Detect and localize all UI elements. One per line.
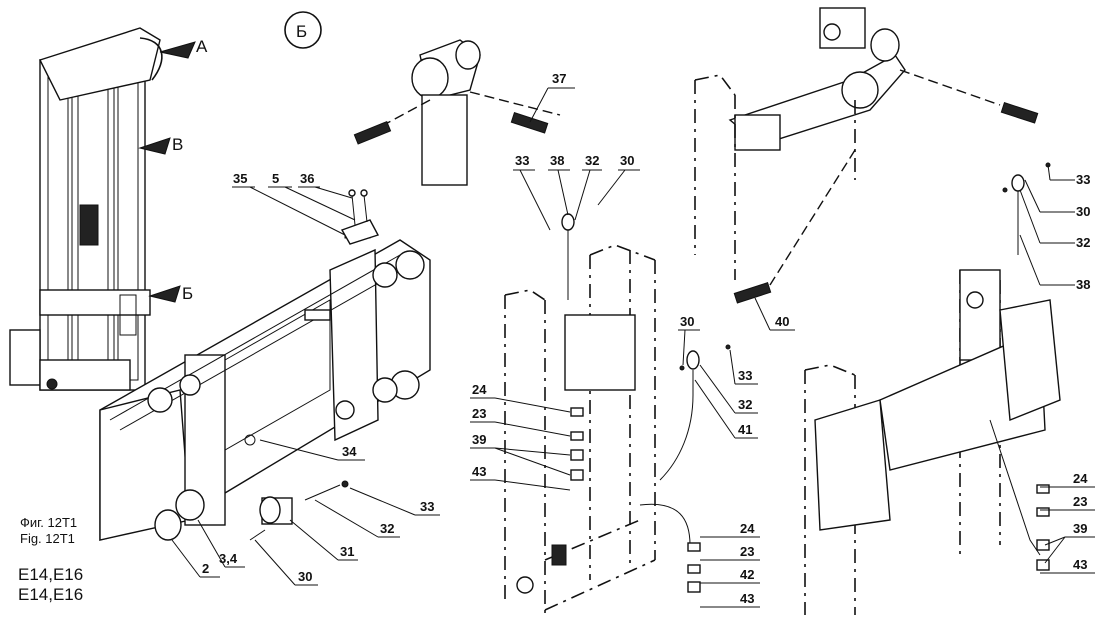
- callout-38: 38: [550, 153, 564, 168]
- hose-pulley: [353, 39, 561, 186]
- callout-39-right: 39: [1073, 521, 1087, 536]
- view-marker-label: Б: [296, 22, 307, 41]
- callout-24: 24: [472, 382, 487, 397]
- center-mast: [504, 213, 691, 615]
- callout-32-right: 32: [1076, 235, 1090, 250]
- callout-38-right: 38: [1076, 277, 1090, 292]
- arrow-a-label: A: [196, 37, 208, 56]
- leader-lines: [171, 87, 1095, 608]
- callout-30-center: 30: [680, 314, 694, 329]
- callout-42: 42: [740, 567, 754, 582]
- callout-35: 35: [233, 171, 247, 186]
- callout-24-right: 24: [1073, 471, 1088, 486]
- callout-33: 33: [515, 153, 529, 168]
- callout-32: 32: [585, 153, 599, 168]
- right-upper-mast: [694, 7, 1039, 304]
- callout-30-carriage: 30: [298, 569, 312, 584]
- callout-33-right: 33: [1076, 172, 1090, 187]
- callout-2: 2: [202, 561, 209, 576]
- callout-43-right: 43: [1073, 557, 1087, 572]
- callout-33-carriage: 33: [420, 499, 434, 514]
- callout-37: 37: [552, 71, 566, 86]
- arrow-b-label: B: [172, 135, 183, 154]
- callout-32-center: 32: [738, 397, 752, 412]
- caption-ru: Фиг. 12Т1: [20, 515, 77, 530]
- callout-39: 39: [472, 432, 486, 447]
- callout-23: 23: [472, 406, 486, 421]
- arrow-a: A: [159, 37, 208, 59]
- callout-34: 34: [342, 444, 357, 459]
- callout-36: 36: [300, 171, 314, 186]
- callout-33-center: 33: [738, 368, 752, 383]
- arrow-c-label: Б: [182, 284, 193, 303]
- right-lower-mast: [804, 162, 1061, 615]
- callout-31: 31: [340, 544, 354, 559]
- callout-3-4: 3,4: [219, 551, 238, 566]
- callout-43-center: 43: [740, 591, 754, 606]
- view-marker: Б: [284, 11, 322, 49]
- fork-carriage: [99, 229, 431, 541]
- callout-23-center: 23: [740, 544, 754, 559]
- callout-30-right: 30: [1076, 204, 1090, 219]
- retainer-plate: [340, 189, 380, 245]
- callout-32-carriage: 32: [380, 521, 394, 536]
- models-ru: Е14,Е16: [18, 565, 83, 584]
- callout-24-center: 24: [740, 521, 755, 536]
- caption-en: Fig. 12T1: [20, 531, 75, 546]
- models-en: E14,E16: [18, 585, 83, 604]
- callout-30: 30: [620, 153, 634, 168]
- roller-assembly: [154, 480, 349, 541]
- callout-labels: 37 33 38 32 30 35 5 36 34 33 32 31 30 2 …: [202, 71, 1090, 606]
- center-small-hardware: [659, 344, 731, 593]
- callout-43: 43: [472, 464, 486, 479]
- figure-caption: Фиг. 12Т1 Fig. 12T1 Е14,Е16 E14,E16: [18, 515, 83, 604]
- callout-5: 5: [272, 171, 279, 186]
- callout-23-right: 23: [1073, 494, 1087, 509]
- mast-overview: [9, 27, 163, 391]
- callout-41: 41: [738, 422, 752, 437]
- arrow-c: Б: [148, 284, 193, 303]
- arrow-b: B: [138, 135, 183, 155]
- callout-40: 40: [775, 314, 789, 329]
